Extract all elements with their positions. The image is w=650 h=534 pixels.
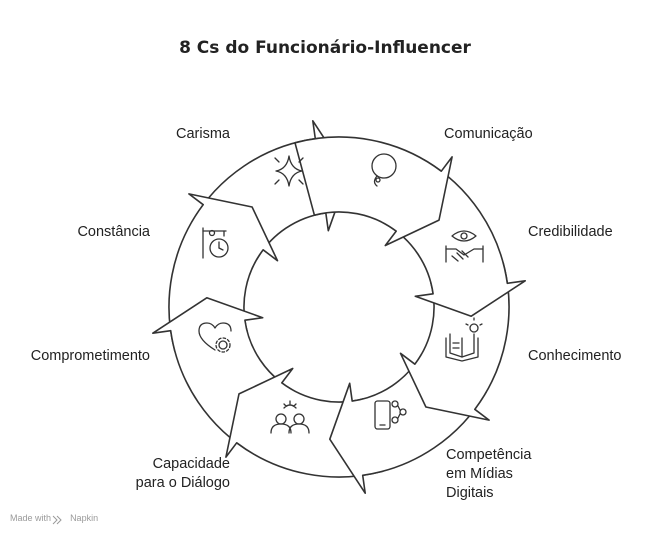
label-conhecimento: Conhecimento: [528, 348, 622, 364]
sparkle-icon: [274, 155, 304, 187]
napkin-logo-icon: [52, 515, 62, 525]
label-line: Digitais: [446, 485, 494, 501]
footer-credit: Made with Napkin: [10, 513, 98, 523]
footer-made-with: Made with: [10, 513, 52, 523]
speech-bubble-icon: [371, 153, 397, 187]
label-line: para o Diálogo: [135, 475, 230, 491]
label-line: em Mídias: [446, 466, 513, 482]
label-line: Competência: [446, 447, 532, 463]
clock-sign-icon: [202, 227, 229, 259]
book-lightbulb-icon: [445, 317, 483, 362]
label-comunicacao: Comunicação: [444, 126, 533, 142]
label-competencia: Competência em Mídias Digitais: [446, 446, 531, 503]
page-title: 8 Cs do Funcionário-Influencer: [179, 38, 471, 58]
eye-handshake-icon: [445, 230, 484, 263]
label-line: Capacidade: [152, 456, 230, 472]
people-talking-icon: [270, 400, 310, 434]
heart-gear-icon: [198, 322, 232, 353]
label-credibilidade: Credibilidade: [528, 224, 613, 240]
smartphone-share-icon: [374, 400, 407, 430]
label-carisma: Carisma: [176, 126, 230, 142]
label-capacidade: Capacidade para o Diálogo: [100, 455, 230, 493]
label-comprometimento: Comprometimento: [30, 348, 150, 364]
label-constancia: Constância: [77, 224, 150, 240]
cycle-arrow-1: [294, 136, 453, 247]
footer-brand: Napkin: [70, 513, 99, 523]
